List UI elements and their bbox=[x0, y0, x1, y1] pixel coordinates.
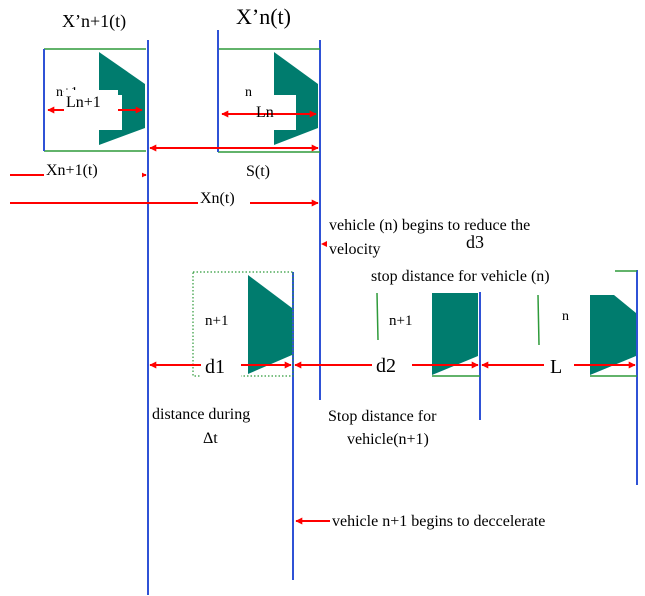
vehicle-leader-top bbox=[217, 30, 320, 153]
vehicle-follower-bottom-1 bbox=[192, 271, 294, 377]
vehicle-follower-top bbox=[43, 48, 146, 152]
label-stop-follower-1: Stop distance for bbox=[328, 408, 437, 425]
vehicle-follower-bottom-1-shape bbox=[248, 275, 292, 374]
label-x-leader-bg bbox=[198, 187, 250, 209]
vehicle-follower-dotted-box bbox=[192, 271, 294, 377]
label-d2: d2 bbox=[376, 355, 396, 377]
label-leader-brake-2: velocity bbox=[329, 241, 381, 258]
label-stop-follower-2: vehicle(n+1) bbox=[347, 431, 429, 448]
label-L: L bbox=[550, 356, 562, 378]
label-veh-follower-b2: n+1 bbox=[389, 313, 412, 329]
label-d1: d1 bbox=[205, 356, 225, 378]
label-d3-bg bbox=[462, 230, 498, 252]
leader-brake-arrow-tip bbox=[321, 241, 327, 247]
label-veh-leader-bottom: n bbox=[562, 309, 569, 324]
label-d3: d3 bbox=[466, 232, 484, 252]
label-pos-leader: X’n(t) bbox=[236, 4, 291, 29]
vehicle-follower-bottom-2 bbox=[376, 292, 480, 377]
label-follower-decel: vehicle n+1 begins to deccelerate bbox=[332, 513, 545, 530]
label-veh-follower-b1: n+1 bbox=[205, 313, 228, 329]
label-leader-brake-1: vehicle (n) begins to reduce the bbox=[329, 217, 530, 234]
label-stop-leader: stop distance for vehicle (n) bbox=[371, 268, 550, 285]
label-d1-bg bbox=[201, 352, 241, 378]
label-delay-2: Δt bbox=[203, 430, 218, 447]
label-x-follower-bg bbox=[44, 157, 142, 181]
vehicle-follower-bottom-2-shape bbox=[432, 293, 478, 375]
vehicle-leader-bottom bbox=[537, 270, 637, 377]
label-length-leader: Ln bbox=[256, 104, 274, 121]
label-delay-1: distance during bbox=[152, 406, 250, 423]
label-length-follower-bg bbox=[64, 90, 118, 112]
label-pos-follower: X’n+1(t) bbox=[62, 11, 126, 32]
label-spacing: S(t) bbox=[246, 163, 270, 180]
vehicle-follower-top-shape bbox=[99, 52, 145, 145]
label-d2-bg bbox=[372, 352, 412, 378]
label-x-follower: Xn+1(t) bbox=[46, 162, 98, 179]
label-x-leader: Xn(t) bbox=[200, 190, 235, 207]
label-veh-leader-top: n bbox=[245, 85, 252, 100]
vehicle-leader-top-shape bbox=[274, 52, 318, 145]
vehicle-leader-bottom-shape bbox=[590, 295, 636, 375]
label-length-follower: Ln+1 bbox=[66, 94, 101, 111]
label-L-bg bbox=[544, 352, 574, 378]
